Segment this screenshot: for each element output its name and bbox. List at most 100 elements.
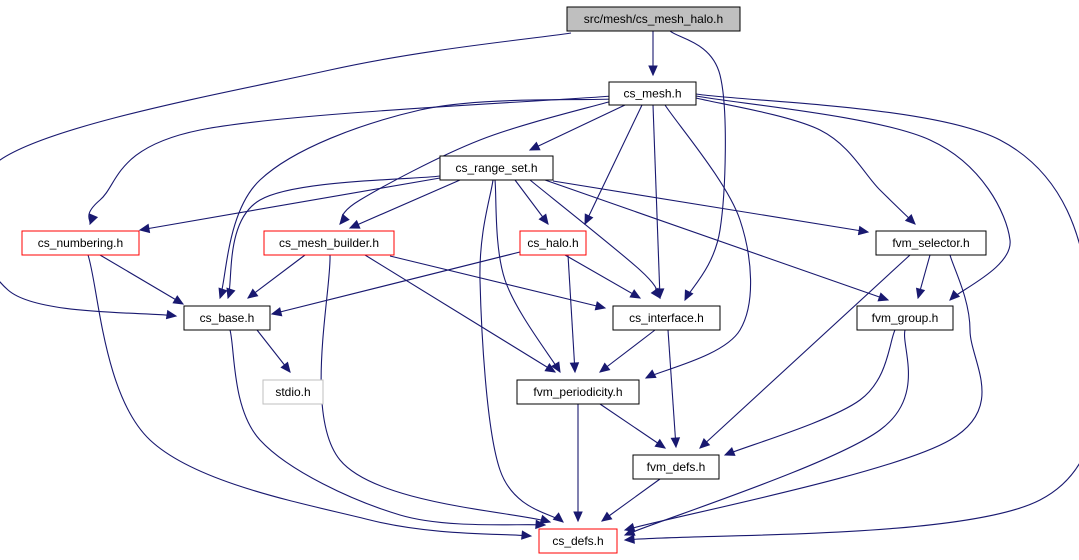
edge-cs_range_set-to-cs_numbering [138,177,441,234]
arrowhead [247,288,259,299]
arrowhead [648,65,658,77]
node-label: fvm_periodicity.h [533,385,622,399]
node-box [538,528,618,554]
edge-cs_mesh-to-fvm_group [695,95,1011,301]
arrowhead [165,309,178,320]
edge-fvm_group-to-fvm_defs [723,329,896,456]
arrowhead [599,362,611,373]
edge-cs_halo-to-cs_base [270,251,521,317]
node-cs-mesh-halo: src/mesh/cs_mesh_halo.h [566,6,741,32]
edge-cs_interface-to-fvm_defs [667,329,681,449]
node-label: src/mesh/cs_mesh_halo.h [584,12,723,26]
arrowhead [650,287,661,300]
node-box [608,81,697,106]
node-label: fvm_selector.h [892,236,969,250]
edge-cs_range_set-to-cs_mesh_builder [348,179,461,229]
node-box [519,230,587,256]
edge-cs_mesh-to-cs_interface [652,104,665,300]
edge-cs_numbering-to-cs_defs [87,254,533,540]
node-label: cs_halo.h [527,236,578,250]
edge-fvm_group-to-cs_defs [623,329,909,536]
edge-cs_interface-to-fvm_periodicity [599,329,656,373]
node-box [263,230,395,256]
node-box [856,305,954,331]
edge-fvm_selector-to-fvm_group [915,254,931,300]
node-box [612,305,721,331]
node-fvm-defs[interactable]: fvm_defs.h [632,454,720,480]
arrowhead [594,301,607,311]
node-label: cs_numbering.h [38,236,123,250]
edge-cs_range_set-to-cs_halo [514,179,549,225]
arrowhead [904,213,916,225]
edge-cs_mesh-to-cs_halo [584,104,643,226]
nodes: src/mesh/cs_mesh_halo.h cs_mesh.h cs_range… [21,6,987,554]
node-box [632,454,720,480]
node-fvm-group[interactable]: fvm_group.h [856,305,954,331]
edge-cs_mesh-to-fvm_selector [695,97,916,225]
arrowhead [89,213,99,226]
arrowhead [670,437,681,449]
arrowhead [915,287,926,300]
edge-fvm_selector-to-cs_defs [623,254,983,533]
arrowhead [138,223,151,234]
arrowhead [949,289,961,301]
node-label: fvm_group.h [872,311,939,325]
node-box [875,230,987,256]
edge-cs_range_set-to-cs_base [226,175,441,300]
arrowhead [528,141,541,151]
edge-fvm_selector-to-fvm_defs [699,254,911,449]
edge-fvm_periodicity-to-fvm_defs [599,403,667,449]
node-cs-mesh[interactable]: cs_mesh.h [608,81,697,106]
node-cs-base[interactable]: cs_base.h [183,305,271,331]
node-cs-numbering[interactable]: cs_numbering.h [21,230,140,256]
node-label: fvm_defs.h [647,460,706,474]
edge-fvm_defs-to-cs_defs [601,478,661,522]
arrowhead [521,530,533,540]
edge-cs_mesh-to-cs_range_set [528,104,626,151]
edge-cs_mesh-to-cs_base [218,98,613,300]
arrowhead [172,295,185,305]
arrowhead [699,438,711,449]
arrowhead [623,526,636,536]
arrowhead [857,225,870,236]
arrowhead [280,361,291,373]
node-cs-halo[interactable]: cs_halo.h [519,230,587,256]
edge-cs_mesh-to-cs_defs [623,93,1079,544]
node-cs-defs[interactable]: cs_defs.h [538,528,618,554]
arrowhead [644,369,657,379]
node-label: cs_mesh_builder.h [279,236,379,250]
arrowhead [270,307,283,317]
node-cs-interface[interactable]: cs_interface.h [612,305,721,331]
edge-cs_mesh-to-cs_mesh_builder [339,100,613,225]
node-box [21,230,140,256]
arrowhead [538,213,549,225]
arrowhead [348,219,361,229]
arrowhead [877,292,890,302]
node-fvm-periodicity[interactable]: fvm_periodicity.h [516,379,640,405]
arrowhead [339,213,350,225]
edge-cs_mesh-to-fvm_periodicity [644,104,752,379]
node-box [566,6,741,32]
edge-cs_range_set-to-fvm_selector [552,180,870,236]
node-stdio: stdio.h [262,379,324,405]
edge-fvm_periodicity-to-cs_defs [573,404,583,523]
edge-cs_mesh_builder-to-cs_interface [389,255,607,311]
arrowhead [539,514,552,524]
node-cs-mesh-builder[interactable]: cs_mesh_builder.h [263,230,395,256]
edge-cs_base-to-stdio [256,329,291,373]
edge-cs_mesh_builder-to-fvm_periodicity [364,254,557,373]
edge-cs_halo-to-fvm_periodicity [567,254,580,374]
arrowhead [629,289,642,299]
node-box [183,305,271,331]
node-cs-range-set[interactable]: cs_range_set.h [439,155,554,181]
node-fvm-selector[interactable]: fvm_selector.h [875,230,987,256]
node-label: cs_range_set.h [455,161,537,175]
node-label: cs_defs.h [552,534,603,548]
edge-cs_mesh_halo-to-cs_interface [669,30,726,302]
arrowhead [551,361,561,374]
edge-cs_mesh_builder-to-cs_defs [320,254,552,524]
arrowhead [535,519,547,530]
edge-cs_mesh_builder-to-cs_base [247,254,306,299]
edge-cs_range_set-to-cs_defs [479,179,564,523]
